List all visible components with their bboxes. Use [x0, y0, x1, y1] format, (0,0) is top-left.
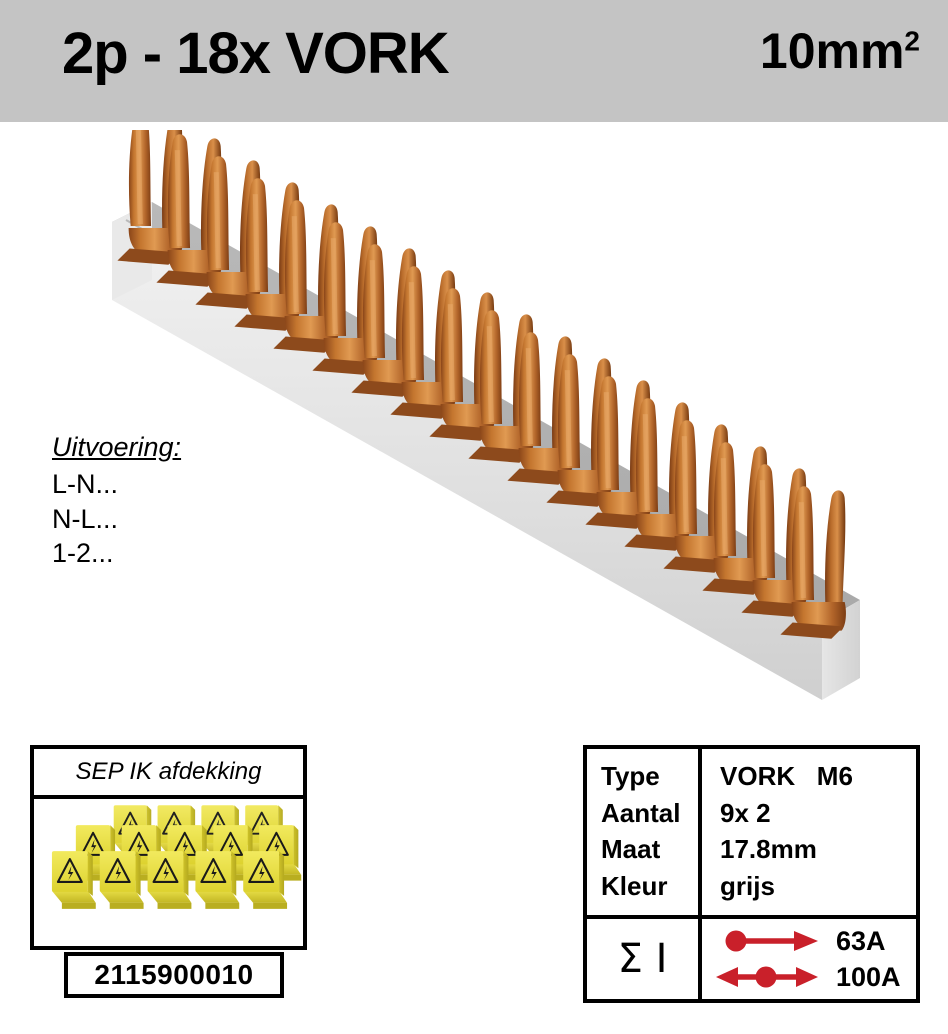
sep-article-number-box: 2115900010 [64, 952, 284, 998]
sum-current-symbol: Σ I [617, 936, 668, 982]
spec-label: Maat [601, 834, 661, 865]
uitvoering-list: L-N... N-L... 1-2... [52, 467, 181, 571]
article-number: 2115900010 [94, 959, 254, 990]
header-bar: 2p - 18x VORK 10mm2 [0, 0, 948, 122]
current-rating-section: Σ I 63A 100A [587, 919, 916, 999]
sum-current-cell: Σ I [587, 919, 702, 999]
sep-cover-panel: SEP IK afdekking [30, 745, 307, 950]
rating-row-bidirectional: 100A [708, 959, 916, 995]
spec-value: grijs [720, 870, 775, 901]
cross-section-value: 10mm [759, 23, 905, 79]
spec-value-column: VORK M6 9x 2 17.8mm grijs [702, 749, 916, 915]
single-direction-arrow-icon [725, 930, 818, 952]
cross-section-label: 10mm2 [760, 22, 920, 80]
uitvoering-title: Uitvoering: [52, 432, 182, 462]
uitvoering-option: N-L... [52, 503, 119, 534]
rating-value: 63A [836, 925, 886, 956]
rating-values: 63A 100A [702, 919, 916, 999]
spec-value: 17.8mm [720, 834, 817, 865]
sep-cover-photo [34, 799, 303, 946]
spec-label: Type [601, 761, 660, 791]
spec-label: Kleur [601, 870, 668, 901]
fork-terminals [117, 130, 846, 639]
cross-section-superscript: 2 [904, 25, 920, 57]
specification-table: Type Aantal Maat Kleur VORK M6 9x 2 17.8… [583, 745, 920, 1003]
uitvoering-block: Uitvoering: L-N... N-L... 1-2... [52, 432, 181, 571]
page-title: 2p - 18x VORK [62, 21, 450, 86]
spec-value: 9x 2 [720, 797, 771, 828]
rating-row-single: 63A [708, 923, 916, 959]
spec-label-column: Type Aantal Maat Kleur [587, 749, 702, 915]
bi-direction-arrow-icon [716, 966, 818, 988]
busbar-illustration [112, 130, 860, 700]
cover-caps-illustration [34, 799, 303, 946]
sep-panel-title: SEP IK afdekking [75, 758, 262, 785]
rating-value: 100A [836, 961, 901, 992]
spec-rows: Type Aantal Maat Kleur VORK M6 9x 2 17.8… [587, 749, 916, 919]
uitvoering-option: L-N... [52, 469, 119, 500]
uitvoering-option: 1-2... [52, 538, 114, 569]
spec-label: Aantal [601, 797, 681, 828]
spec-value: VORK M6 [720, 761, 853, 791]
product-photo [60, 130, 930, 720]
sep-panel-header: SEP IK afdekking [34, 749, 303, 799]
